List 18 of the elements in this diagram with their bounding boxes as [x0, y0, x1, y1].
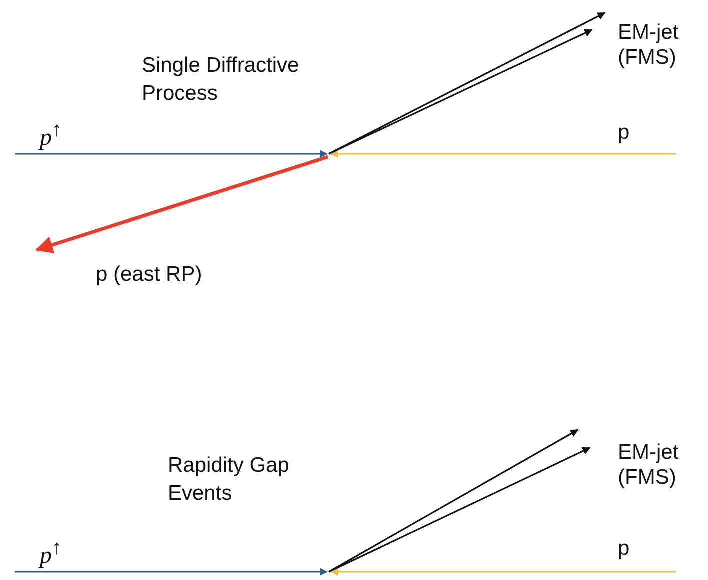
particle-label: p (east RP)	[96, 262, 246, 288]
particle-label: p$^{↑}$	[40, 536, 74, 571]
arrow	[15, 568, 328, 576]
particle-label: p$^{↑}$	[40, 118, 74, 153]
jet-label: EM-jet (FMS)	[618, 20, 698, 70]
arrow	[15, 150, 328, 158]
process-title: Single Diffractive Process	[142, 53, 300, 108]
arrow	[328, 429, 579, 573]
arrow	[330, 568, 676, 576]
process-title: Rapidity Gap Events	[168, 453, 290, 508]
arrow	[328, 29, 593, 155]
particle-label: p	[618, 536, 638, 562]
arrow	[328, 12, 606, 155]
particle-label: p	[618, 120, 638, 146]
jet-label: EM-jet (FMS)	[618, 440, 698, 490]
arrow	[35, 155, 329, 254]
arrow	[330, 150, 676, 158]
arrow	[328, 447, 591, 573]
